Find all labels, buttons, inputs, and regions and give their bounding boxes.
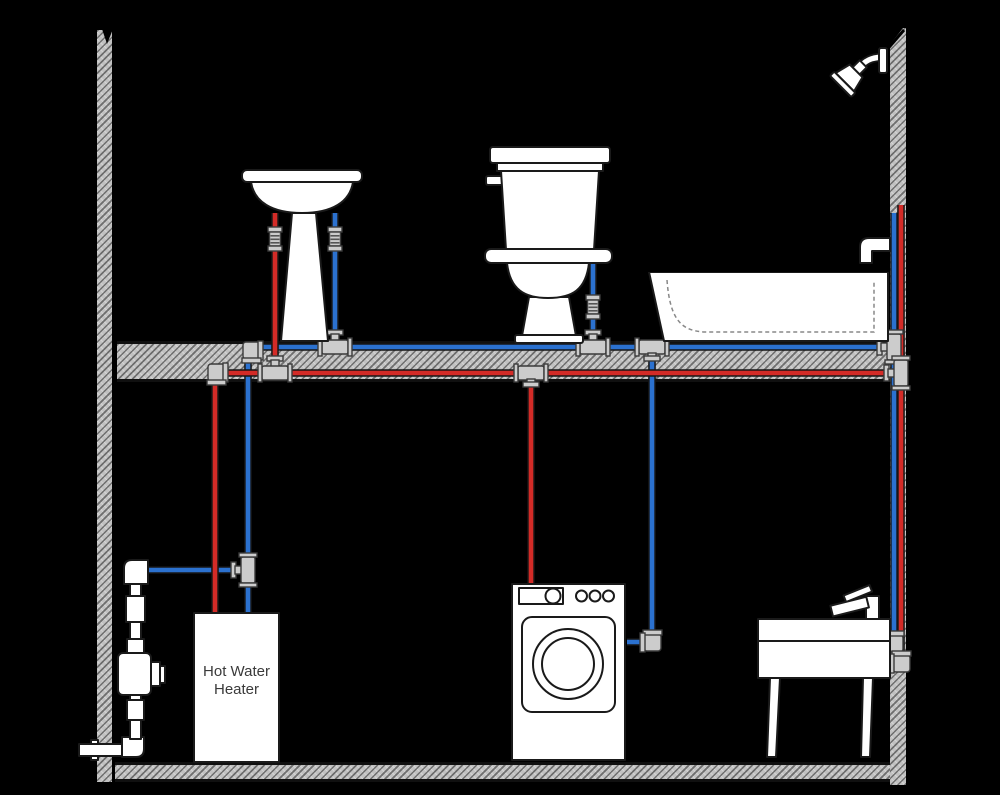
sink-hot-tee-fitting <box>257 355 293 383</box>
tub-spout-icon <box>859 237 891 264</box>
wall-hot-tee-fitting <box>883 355 911 391</box>
laundry-hot-elbow-fitting <box>888 650 912 674</box>
hot-water-heater-icon <box>193 612 280 763</box>
right-wall-break-mark <box>883 28 906 53</box>
toilet-icon <box>484 146 613 344</box>
washer-cold-tee-fitting <box>634 337 670 362</box>
sink-cold-tee-fitting <box>317 329 353 357</box>
water-meter-icon <box>117 559 166 758</box>
washer-hot-tee-fitting <box>513 363 549 388</box>
pedestal-sink-icon <box>241 169 363 342</box>
laundry-sink-icon <box>757 584 891 758</box>
cold-main-elbow-fitting <box>241 340 264 364</box>
left-wall-break-mark <box>102 29 113 44</box>
hot-water-heater-label: Hot Water Heater <box>194 663 279 698</box>
toilet-shutoff-valve <box>585 294 601 320</box>
hot-main-elbow-fitting <box>206 362 229 386</box>
meter-branch-tee-fitting <box>230 552 258 588</box>
left-wall <box>97 30 112 782</box>
toilet-cold-tee-fitting <box>575 329 611 357</box>
sink-cold-shutoff-valve <box>327 226 343 252</box>
main-supply-pipe-icon <box>78 739 127 761</box>
basement-floor-band <box>115 762 890 782</box>
shower-head-icon <box>829 47 888 98</box>
sink-hot-shutoff-valve <box>267 226 283 252</box>
bathtub-icon <box>645 265 890 342</box>
hot-water-heater-label-line2: Heater <box>213 680 260 698</box>
hot-water-pipes <box>211 205 905 667</box>
hot-water-heater-label-line1: Hot Water <box>203 663 270 680</box>
washing-machine-icon <box>511 583 626 761</box>
washer-cold-elbow-fitting <box>639 629 663 653</box>
